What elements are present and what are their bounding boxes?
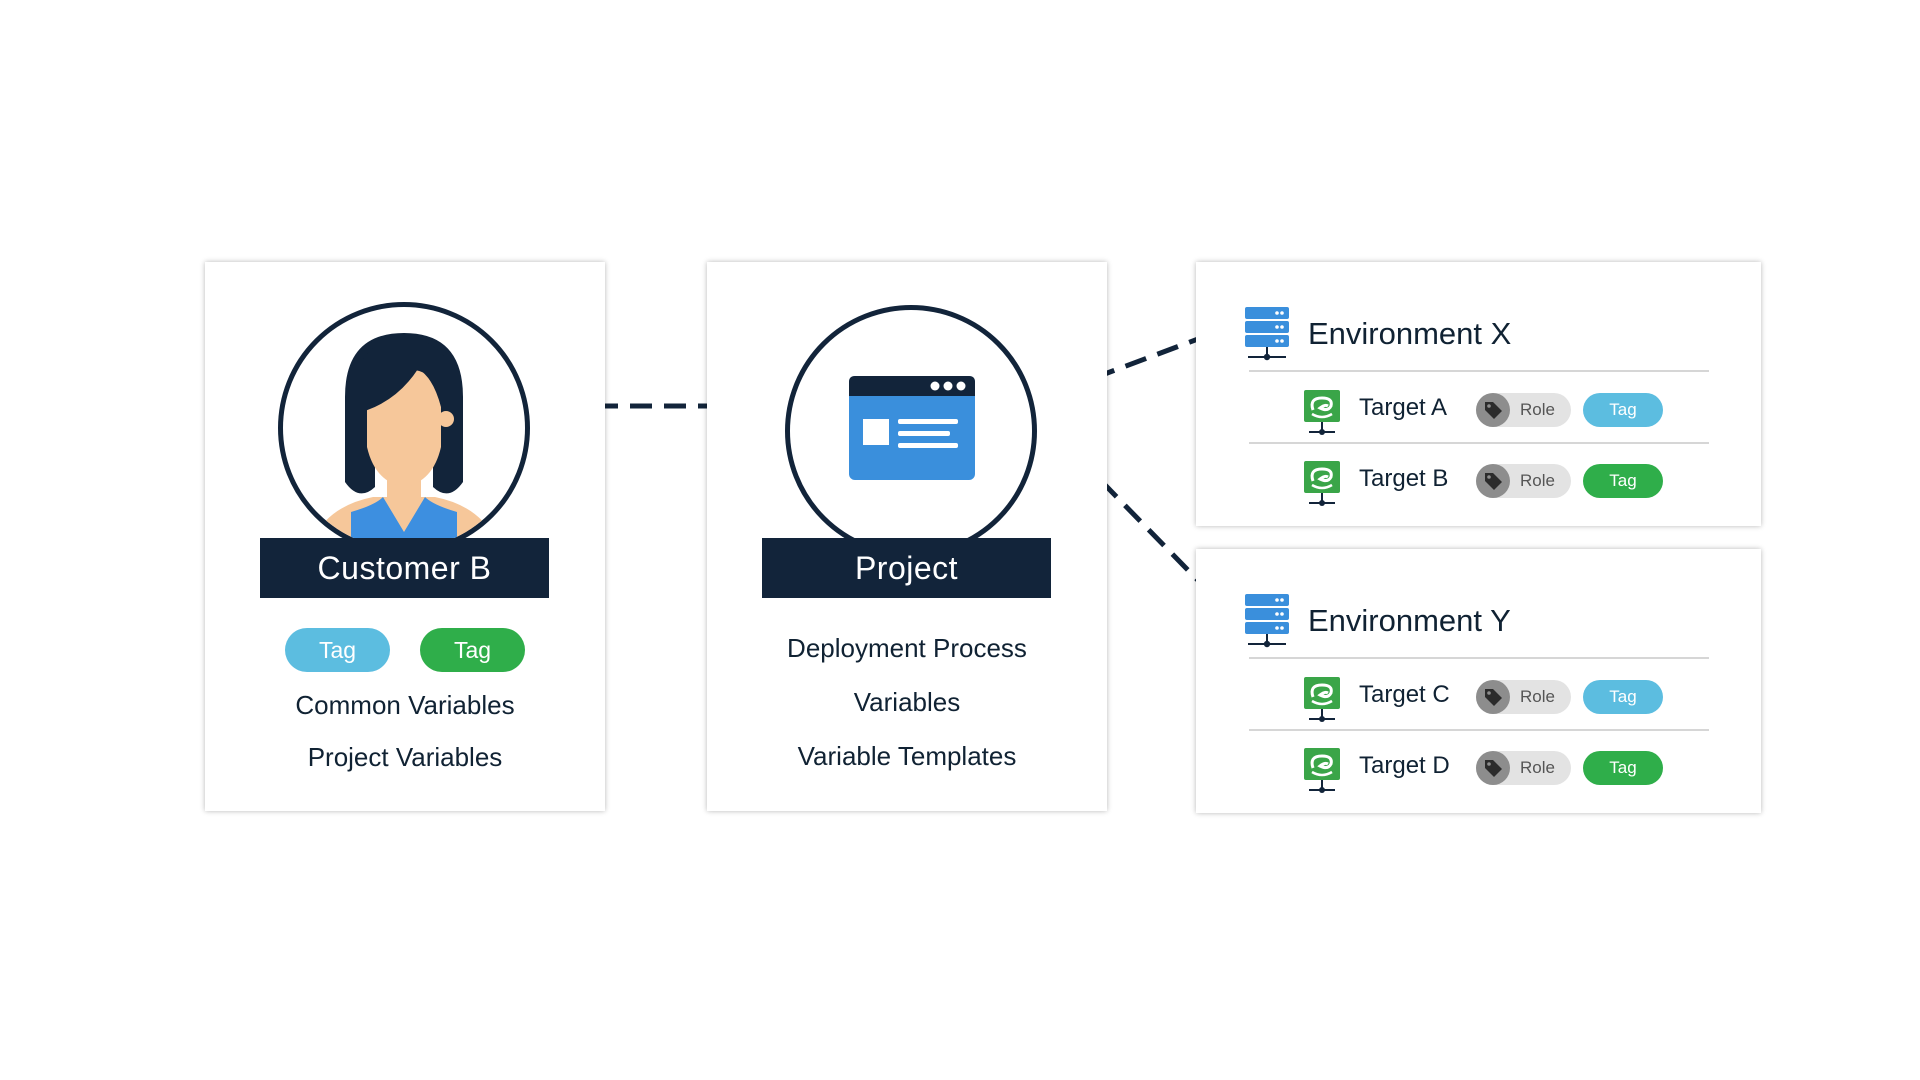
project-item: Variable Templates — [797, 741, 1017, 771]
customer-name-banner: Customer B — [260, 538, 549, 598]
deployment-target-icon — [1304, 748, 1340, 793]
target-label: Target B — [1359, 465, 1449, 492]
project-card: Project Deployment Process Variables Var… — [707, 262, 1107, 811]
customer-tag-pill-2[interactable]: Tag — [420, 628, 525, 672]
project-icon-circle — [785, 305, 1037, 557]
customer-card: Customer B Tag Tag Common Variables Proj… — [205, 262, 605, 811]
target-label: Target A — [1359, 394, 1448, 421]
customer-variable-item: Project Variables — [307, 742, 503, 772]
deployment-target-icon — [1304, 677, 1340, 722]
server-stack-icon — [1245, 594, 1289, 648]
role-pill[interactable]: Role — [1476, 751, 1571, 785]
project-name-banner: Project — [762, 538, 1051, 598]
role-label: Role — [1520, 687, 1555, 706]
target-label: Target D — [1359, 752, 1450, 779]
tag-icon — [1485, 760, 1502, 777]
project-item: Variables — [853, 687, 961, 717]
customer-variable-item: Common Variables — [295, 690, 515, 720]
divider — [1249, 370, 1709, 372]
project-item: Deployment Process — [787, 633, 1027, 663]
environment-title: Environment X — [1308, 316, 1512, 351]
role-pill[interactable]: Role — [1476, 393, 1571, 427]
role-pill[interactable]: Role — [1476, 464, 1571, 498]
customer-avatar-circle — [278, 302, 530, 554]
deployment-target-icon — [1304, 461, 1340, 506]
tag-icon — [1485, 473, 1502, 490]
server-stack-icon — [1245, 307, 1289, 361]
target-tag-pill[interactable]: Tag — [1583, 751, 1663, 785]
environment-card-x: Environment X Target A Role Tag Target B — [1196, 262, 1761, 526]
target-tag-pill[interactable]: Tag — [1583, 680, 1663, 714]
role-label: Role — [1520, 471, 1555, 490]
target-tag-pill[interactable]: Tag — [1583, 464, 1663, 498]
woman-avatar-icon — [309, 333, 499, 549]
divider — [1249, 442, 1709, 444]
target-tag-pill[interactable]: Tag — [1583, 393, 1663, 427]
browser-window-icon — [849, 376, 975, 480]
divider — [1249, 657, 1709, 659]
tag-icon — [1485, 402, 1502, 419]
deployment-target-icon — [1304, 390, 1340, 435]
tag-icon — [1485, 689, 1502, 706]
environment-title: Environment Y — [1308, 603, 1511, 638]
role-label: Role — [1520, 758, 1555, 777]
role-pill[interactable]: Role — [1476, 680, 1571, 714]
customer-tag-pill-1[interactable]: Tag — [285, 628, 390, 672]
divider — [1249, 729, 1709, 731]
target-label: Target C — [1359, 681, 1450, 708]
role-label: Role — [1520, 400, 1555, 419]
environment-card-y: Environment Y Target C Role Tag Target D — [1196, 549, 1761, 813]
